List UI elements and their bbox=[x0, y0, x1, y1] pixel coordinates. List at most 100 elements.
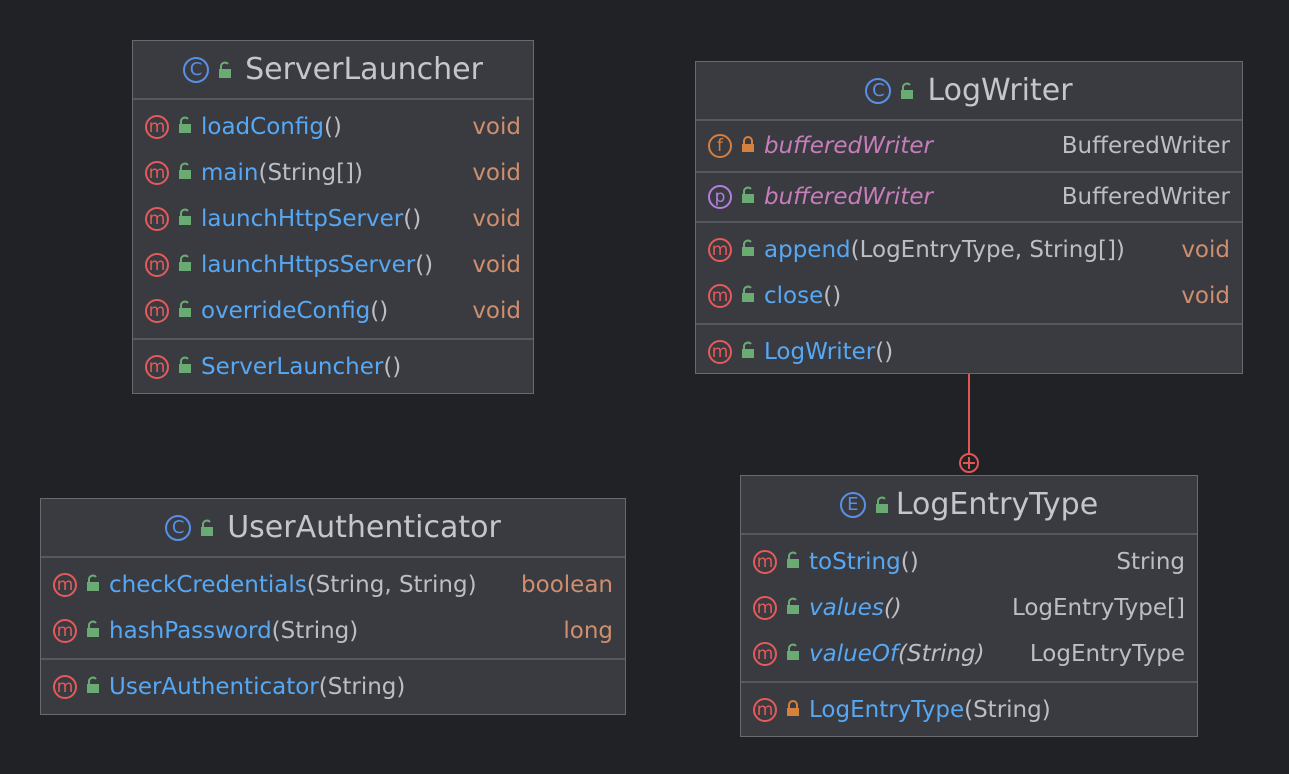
constructor-row[interactable]: m LogWriter() bbox=[696, 329, 1242, 375]
return-type: void bbox=[472, 206, 521, 232]
method-args: () bbox=[900, 549, 919, 575]
constructors-section: m LogEntryType(String) bbox=[741, 681, 1197, 737]
return-type: void bbox=[1181, 283, 1230, 309]
public-lock-icon bbox=[874, 487, 890, 522]
methods-section: m toString() String m values() LogEntryT… bbox=[741, 533, 1197, 681]
public-lock-icon bbox=[740, 237, 756, 263]
constructor-row[interactable]: m UserAuthenticator(String) bbox=[41, 664, 625, 710]
method-icon: m bbox=[145, 355, 169, 379]
return-type: void bbox=[472, 114, 521, 140]
method-row[interactable]: m values() LogEntryType[] bbox=[741, 585, 1197, 631]
constructors-section: m ServerLauncher() bbox=[133, 338, 533, 394]
field-row[interactable]: f bufferedWriter BufferedWriter bbox=[696, 123, 1242, 169]
private-lock-icon bbox=[785, 697, 801, 723]
constructor-row[interactable]: m ServerLauncher() bbox=[133, 344, 533, 390]
property-icon: p bbox=[708, 185, 732, 209]
class-icon: C bbox=[865, 77, 892, 104]
constructor-name: ServerLauncher bbox=[201, 354, 384, 380]
method-name: hashPassword bbox=[109, 618, 272, 644]
method-row[interactable]: m append(LogEntryType, String[]) void bbox=[696, 227, 1242, 273]
class-header: C LogWriter bbox=[696, 62, 1242, 119]
public-lock-icon bbox=[899, 73, 915, 108]
method-row[interactable]: m loadConfig() void bbox=[133, 104, 533, 150]
class-header: C ServerLauncher bbox=[133, 41, 533, 98]
method-icon: m bbox=[753, 596, 777, 620]
method-icon: m bbox=[145, 207, 169, 231]
methods-section: m loadConfig() void m main(String[]) voi… bbox=[133, 98, 533, 338]
public-lock-icon bbox=[177, 160, 193, 186]
method-name: overrideConfig bbox=[201, 298, 371, 324]
class-user-authenticator[interactable]: C UserAuthenticator m checkCredentials(S… bbox=[40, 498, 626, 715]
constructor-row[interactable]: m LogEntryType(String) bbox=[741, 687, 1197, 733]
method-row[interactable]: m overrideConfig() void bbox=[133, 288, 533, 334]
public-lock-icon bbox=[85, 674, 101, 700]
property-type: BufferedWriter bbox=[1061, 184, 1230, 210]
class-icon: C bbox=[165, 514, 192, 541]
return-type: void bbox=[1181, 237, 1230, 263]
class-title: LogWriter bbox=[927, 73, 1073, 108]
method-args: (String) bbox=[271, 618, 359, 644]
constructor-name: LogEntryType bbox=[809, 697, 965, 723]
method-name: main bbox=[201, 160, 259, 186]
class-log-writer[interactable]: C LogWriter f bufferedWriter BufferedWri… bbox=[695, 61, 1243, 374]
public-lock-icon bbox=[785, 549, 801, 575]
return-type: LogEntryType bbox=[1029, 641, 1185, 667]
class-server-launcher[interactable]: C ServerLauncher m loadConfig() void m m… bbox=[132, 40, 534, 394]
method-row[interactable]: m valueOf(String) LogEntryType bbox=[741, 631, 1197, 677]
method-row[interactable]: m main(String[]) void bbox=[133, 150, 533, 196]
constructor-name: UserAuthenticator bbox=[109, 674, 319, 700]
method-row[interactable]: m close() void bbox=[696, 273, 1242, 319]
method-name: valueOf bbox=[809, 641, 899, 667]
constructors-section: m LogWriter() bbox=[696, 323, 1242, 379]
fields-section: f bufferedWriter BufferedWriter bbox=[696, 119, 1242, 171]
method-icon: m bbox=[708, 284, 732, 308]
enum-title: LogEntryType bbox=[895, 487, 1099, 522]
property-name: bufferedWriter bbox=[764, 184, 933, 210]
return-type: String bbox=[1116, 549, 1185, 575]
constructor-args: () bbox=[875, 339, 894, 365]
public-lock-icon bbox=[740, 184, 756, 210]
enum-log-entry-type[interactable]: E LogEntryType m toString() String m val… bbox=[740, 475, 1198, 737]
return-type: long bbox=[563, 618, 613, 644]
method-args: () bbox=[403, 206, 422, 232]
public-lock-icon bbox=[85, 572, 101, 598]
method-icon: m bbox=[53, 675, 77, 699]
field-icon: f bbox=[708, 134, 732, 158]
method-args: () bbox=[370, 298, 389, 324]
public-lock-icon bbox=[177, 298, 193, 324]
class-title: UserAuthenticator bbox=[227, 510, 501, 545]
field-type: BufferedWriter bbox=[1061, 133, 1230, 159]
return-type: void bbox=[472, 298, 521, 324]
method-icon: m bbox=[708, 340, 732, 364]
method-row[interactable]: m toString() String bbox=[741, 539, 1197, 585]
return-type: void bbox=[472, 160, 521, 186]
public-lock-icon bbox=[177, 354, 193, 380]
method-name: loadConfig bbox=[201, 114, 324, 140]
method-icon: m bbox=[753, 698, 777, 722]
method-icon: m bbox=[145, 253, 169, 277]
method-row[interactable]: m launchHttpServer() void bbox=[133, 196, 533, 242]
public-lock-icon bbox=[177, 114, 193, 140]
method-args: (LogEntryType, String[]) bbox=[850, 237, 1125, 263]
method-row[interactable]: m checkCredentials(String, String) boole… bbox=[41, 562, 625, 608]
public-lock-icon bbox=[785, 641, 801, 667]
method-icon: m bbox=[708, 238, 732, 262]
method-icon: m bbox=[53, 619, 77, 643]
method-icon: m bbox=[145, 161, 169, 185]
constructors-section: m UserAuthenticator(String) bbox=[41, 658, 625, 714]
property-row[interactable]: p bufferedWriter BufferedWriter bbox=[696, 174, 1242, 220]
public-lock-icon bbox=[85, 618, 101, 644]
constructor-args: (String) bbox=[318, 674, 406, 700]
public-lock-icon bbox=[740, 283, 756, 309]
method-icon: m bbox=[753, 642, 777, 666]
private-lock-icon bbox=[740, 133, 756, 159]
method-row[interactable]: m hashPassword(String) long bbox=[41, 608, 625, 654]
method-args: () bbox=[823, 283, 842, 309]
method-name: launchHttpServer bbox=[201, 206, 404, 232]
return-type: LogEntryType[] bbox=[1011, 595, 1185, 621]
method-args: (String[]) bbox=[258, 160, 364, 186]
properties-section: p bufferedWriter BufferedWriter bbox=[696, 171, 1242, 221]
method-icon: m bbox=[145, 299, 169, 323]
public-lock-icon bbox=[785, 595, 801, 621]
method-row[interactable]: m launchHttpsServer() void bbox=[133, 242, 533, 288]
